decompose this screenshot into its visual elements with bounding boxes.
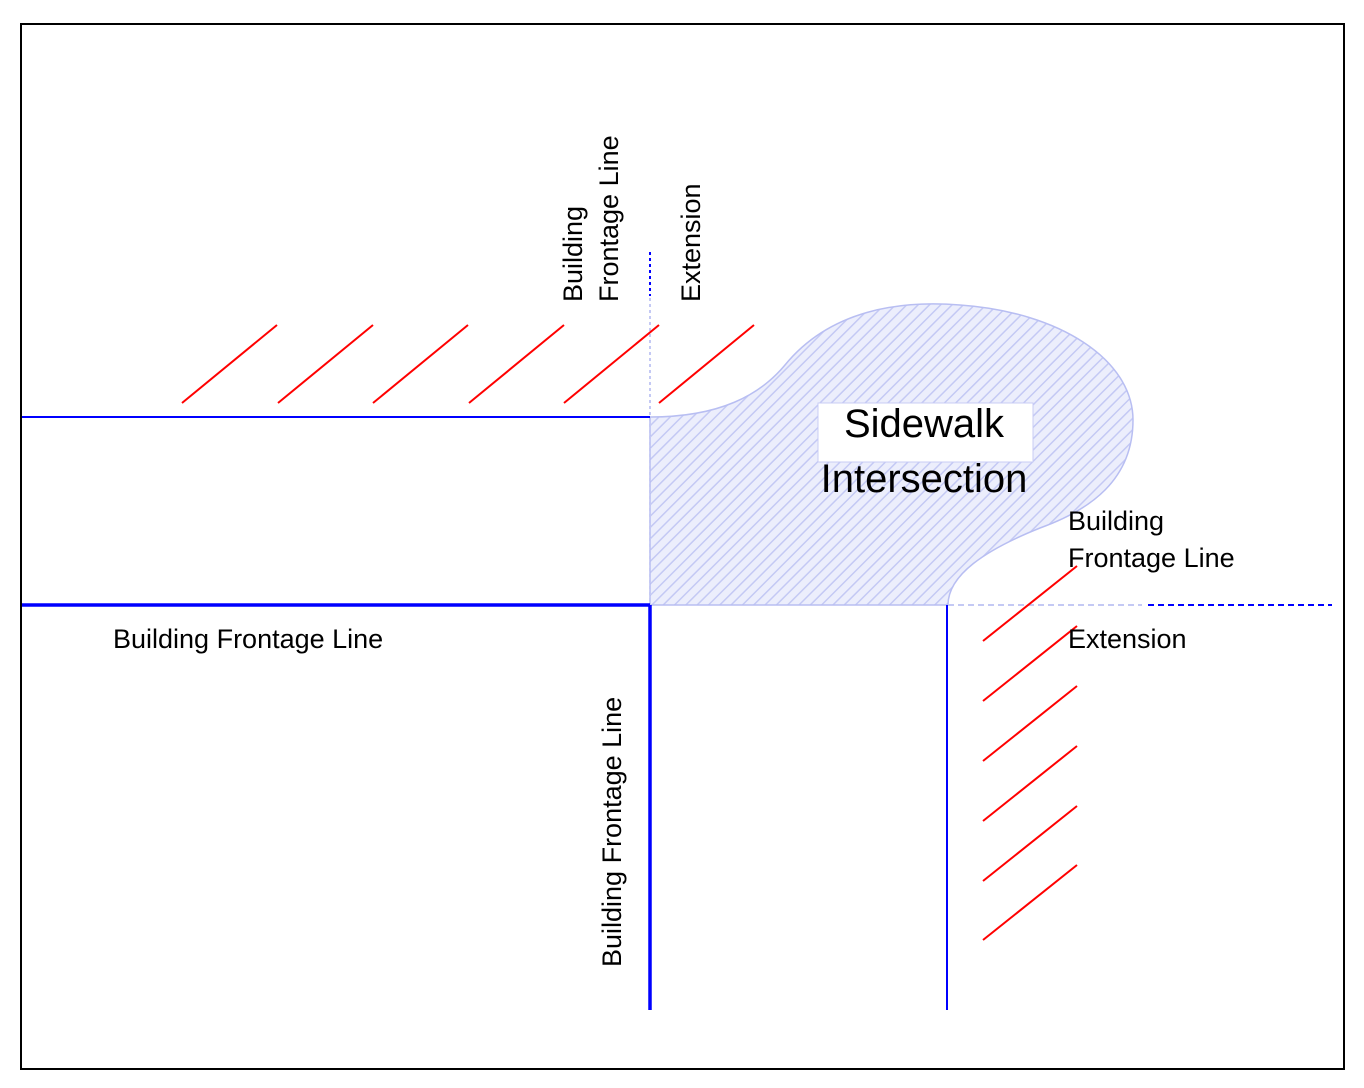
- top-hatch-marks: [181, 324, 755, 404]
- right-extension-label: Extension: [1068, 624, 1187, 654]
- hatch-mark: [982, 685, 1078, 762]
- hatch-mark: [982, 625, 1078, 702]
- hatch-mark: [468, 324, 565, 404]
- sidewalk-label-box: [817, 402, 1034, 463]
- hatch-mark: [658, 324, 755, 404]
- top-frontage-label-line2: Frontage Line: [594, 135, 624, 302]
- hatch-mark: [277, 324, 374, 404]
- right-hatch-marks: [982, 565, 1078, 941]
- hatch-mark: [982, 864, 1078, 941]
- top-frontage-label-line1: Building: [558, 206, 588, 302]
- top-extension-label: Extension: [676, 183, 706, 302]
- bottom-left-frontage-label: Building Frontage Line: [113, 624, 383, 654]
- hatch-mark: [982, 805, 1078, 882]
- sidewalk-label-line2: Intersection: [821, 457, 1028, 501]
- hatch-mark: [372, 324, 469, 404]
- hatch-mark: [982, 745, 1078, 822]
- hatch-mark: [982, 565, 1078, 642]
- vertical-frontage-label: Building Frontage Line: [597, 697, 627, 967]
- right-frontage-label-line2: Frontage Line: [1068, 543, 1235, 573]
- sidewalk-label-line1: Sidewalk: [844, 402, 1005, 446]
- right-frontage-label-line1: Building: [1068, 506, 1164, 536]
- hatch-mark: [563, 324, 660, 404]
- hatch-mark: [181, 324, 278, 404]
